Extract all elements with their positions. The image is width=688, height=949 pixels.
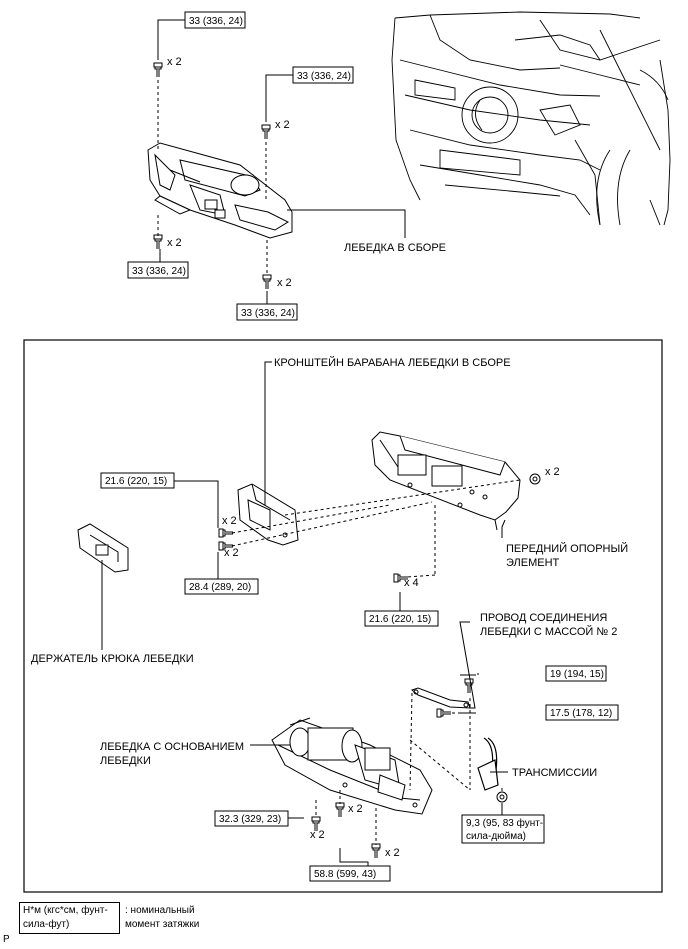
quantity-label: x 2 (277, 277, 292, 289)
bolt-icon (370, 842, 382, 860)
winch-with-base-label: ЛЕБЕДКИ (100, 755, 151, 767)
bolt-icon (334, 801, 346, 819)
hook-holder-label: ДЕРЖАТЕЛЬ КРЮКА ЛЕБЕДКИ (31, 653, 194, 665)
torque-box: 32.3 (329, 23) (214, 810, 289, 827)
detail-frame (23, 339, 663, 893)
quantity-label: x 2 (545, 466, 560, 478)
transmission-label: ТРАНСМИССИИ (512, 767, 597, 779)
bolt-icon (217, 527, 235, 539)
winch-with-base-label: ЛЕБЕДКА С ОСНОВАНИЕМ (100, 741, 244, 753)
drum-bracket-label: КРОНШТЕЙН БАРАБАНА ЛЕБЕДКИ В СБОРЕ (274, 356, 511, 369)
quantity-label: x 2 (167, 237, 182, 249)
svg-text:17.5 (178, 12): 17.5 (178, 12) (550, 708, 612, 719)
winch-with-base-illustration (271, 717, 433, 815)
bolt-icon (260, 123, 272, 141)
svg-text:19 (194, 15): 19 (194, 15) (550, 669, 604, 680)
nut-icon (529, 473, 541, 485)
quantity-label: x 4 (404, 577, 419, 589)
svg-text:33 (336, 24): 33 (336, 24) (297, 71, 351, 82)
torque-box: 58.8 (599, 43) (309, 865, 391, 882)
svg-text:21.6 (220, 15): 21.6 (220, 15) (105, 476, 167, 487)
front-support-member-illustration (371, 431, 521, 531)
svg-text:33 (336, 24): 33 (336, 24) (189, 16, 243, 27)
torque-box: 33 (336, 24) (292, 66, 354, 84)
front-support-member-label: ПЕРЕДНИЙ ОПОРНЫЙ (506, 542, 628, 555)
quantity-label: x 2 (224, 547, 239, 559)
legend-unit-line: Н*м (кгс*см, фунт- (23, 905, 108, 916)
torque-box: 21.6 (220, 15) (100, 472, 175, 489)
ground-wire-illustration (410, 687, 471, 709)
legend-description: : номинальный момент затяжки (125, 904, 199, 932)
torque-box: 28.4 (289, 20) (184, 578, 259, 595)
svg-text:9,3 (95, 83 фунт-: 9,3 (95, 83 фунт- (466, 817, 543, 829)
bolt-icon (152, 61, 164, 79)
svg-text:21.6 (220, 15): 21.6 (220, 15) (369, 614, 431, 625)
hook-holder-illustration (77, 523, 129, 573)
quantity-label: x 2 (275, 119, 290, 131)
corner-mark: P (3, 934, 10, 945)
winch-assembly-illustration (147, 142, 293, 239)
ground-wire-label: ПРОВОД СОЕДИНЕНИЯ (480, 612, 607, 624)
ground-wire-label: ЛЕБЕДКИ С МАССОЙ № 2 (480, 625, 617, 638)
nut-icon (496, 791, 508, 803)
bolt-icon (261, 273, 273, 291)
legend-description-line: момент затяжки (125, 919, 200, 930)
transmission-cable-illustration (477, 737, 499, 791)
front-support-member-label: ЭЛЕМЕНТ (506, 557, 560, 569)
bolt-icon (152, 233, 164, 251)
quantity-label: x 2 (348, 803, 363, 815)
quantity-label: x 2 (310, 829, 325, 841)
quantity-label: x 2 (167, 56, 182, 68)
drum-bracket-illustration (237, 483, 299, 546)
torque-box: 9,3 (95, 83 фунт- сила-дюйма) (461, 814, 545, 844)
torque-box: 17.5 (178, 12) (545, 704, 619, 721)
svg-text:сила-дюйма): сила-дюйма) (466, 831, 526, 842)
quantity-label: x 2 (222, 515, 237, 527)
vehicle-front-illustration (391, 11, 671, 226)
svg-text:58.8 (599, 43): 58.8 (599, 43) (314, 869, 376, 880)
legend-description-line: : номинальный (125, 905, 195, 916)
svg-text:33 (336, 24): 33 (336, 24) (241, 308, 295, 319)
torque-box: 33 (336, 24) (127, 261, 189, 279)
quantity-label: x 2 (385, 847, 400, 859)
torque-box: 21.6 (220, 15) (364, 610, 439, 627)
svg-text:33 (336, 24): 33 (336, 24) (132, 266, 186, 277)
svg-text:32.3 (329, 23): 32.3 (329, 23) (219, 814, 281, 825)
legend-unit-box: Н*м (кгс*см, фунт- сила-фут) (19, 902, 120, 934)
bolt-icon (435, 707, 453, 719)
winch-assembly-label: ЛЕБЕДКА В СБОРЕ (344, 242, 446, 254)
torque-box: 33 (336, 24) (184, 11, 246, 29)
torque-box: 19 (194, 15) (545, 665, 607, 682)
legend-unit-line: сила-фут) (23, 919, 70, 930)
torque-box: 33 (336, 24) (236, 303, 298, 321)
svg-text:28.4 (289, 20): 28.4 (289, 20) (189, 582, 251, 593)
